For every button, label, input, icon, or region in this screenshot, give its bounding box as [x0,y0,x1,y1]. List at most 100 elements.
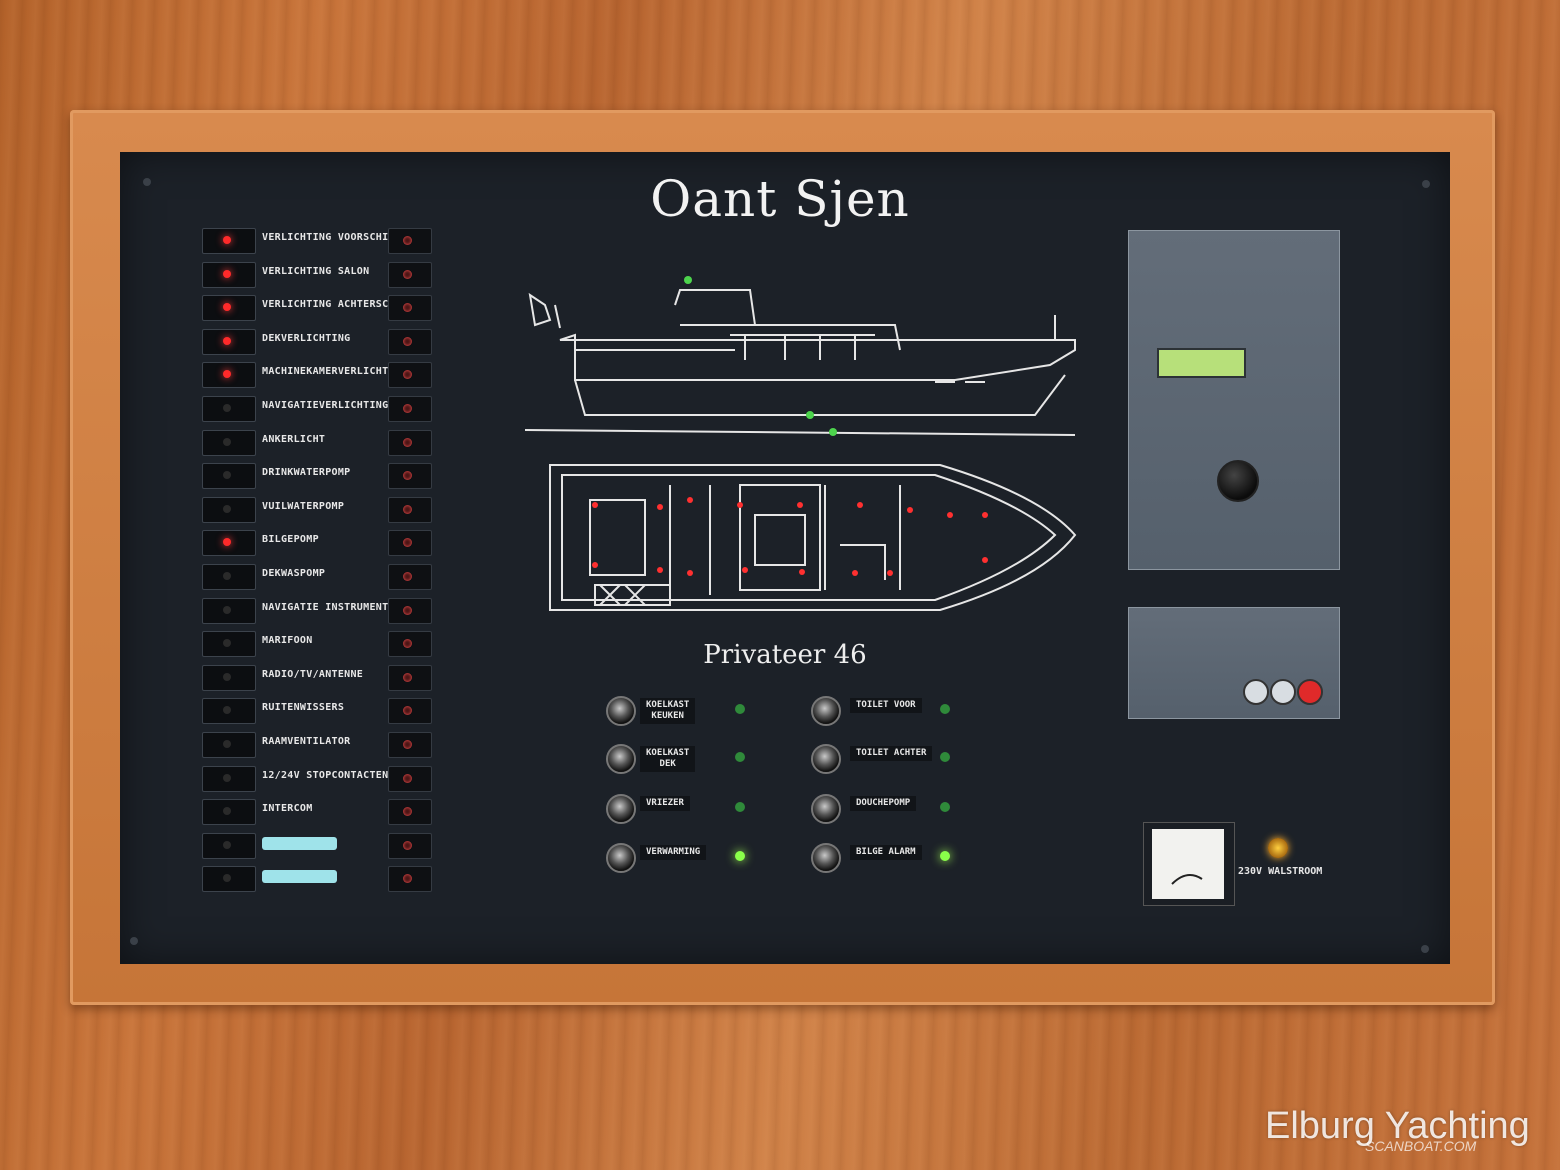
toggle-switch[interactable] [202,430,256,456]
pump-switch-label: KOELKAST KEUKEN [640,698,696,724]
switch-label: VERLICHTING SALON [262,266,370,277]
breaker-button-icon [403,236,412,245]
status-led-icon [735,752,745,762]
generator-start-button[interactable] [1270,679,1296,705]
circuit-breaker[interactable] [388,362,432,388]
indicator-led-icon [223,606,231,614]
circuit-breaker[interactable] [388,564,432,590]
breaker-button-icon [403,774,412,783]
shore-power-label: 230V WALSTROOM [1238,866,1323,877]
toggle-switch[interactable] [202,228,256,254]
indicator-led-icon [223,774,231,782]
circuit-breaker[interactable] [388,799,432,825]
indicator-led-icon [223,236,231,244]
pump-switch-button[interactable] [811,843,841,873]
breaker-button-icon [403,639,412,648]
toggle-switch[interactable] [202,295,256,321]
breaker-button-icon [403,740,412,749]
circuit-breaker[interactable] [388,698,432,724]
screw-icon [1421,945,1429,953]
breaker-button-icon [403,337,412,346]
status-led-icon [940,802,950,812]
indicator-led-icon [223,337,231,345]
pump-switch-button[interactable] [811,744,841,774]
circuit-breaker[interactable] [388,766,432,792]
circuit-breaker[interactable] [388,497,432,523]
switch-label [262,837,338,850]
toggle-switch[interactable] [202,833,256,859]
breaker-button-icon [403,270,412,279]
toggle-switch[interactable] [202,665,256,691]
circuit-breaker[interactable] [388,329,432,355]
pump-switch-button[interactable] [811,696,841,726]
toggle-switch[interactable] [202,631,256,657]
indicator-led-icon [223,270,231,278]
screw-icon [143,178,151,186]
toggle-switch[interactable] [202,396,256,422]
breaker-button-icon [403,606,412,615]
shore-power-lamp [1268,838,1288,858]
screw-icon [130,937,138,945]
indicator-led-icon [223,740,231,748]
status-led-icon [940,704,950,714]
charger-knob[interactable] [1217,460,1259,502]
circuit-breaker[interactable] [388,430,432,456]
circuit-breaker[interactable] [388,732,432,758]
pump-switch-button[interactable] [606,843,636,873]
breaker-button-icon [403,471,412,480]
indicator-led-icon [223,673,231,681]
pump-switch-button[interactable] [606,744,636,774]
toggle-switch[interactable] [202,866,256,892]
toggle-switch[interactable] [202,362,256,388]
toggle-switch[interactable] [202,766,256,792]
toggle-switch[interactable] [202,463,256,489]
boat-side-view [524,276,1076,436]
indicator-led-icon [223,471,231,479]
switch-label: NAVIGATIEVERLICHTING [262,400,389,411]
switch-label: RUITENWISSERS [262,702,345,713]
circuit-breaker[interactable] [388,396,432,422]
breaker-button-icon [403,538,412,547]
switch-label: BILGEPOMP [262,534,319,545]
toggle-switch[interactable] [202,530,256,556]
circuit-breaker[interactable] [388,228,432,254]
switch-label: ANKERLICHT [262,434,326,445]
circuit-breaker[interactable] [388,530,432,556]
indicator-led-icon [223,807,231,815]
circuit-breaker[interactable] [388,262,432,288]
circuit-breaker[interactable] [388,598,432,624]
toggle-switch[interactable] [202,598,256,624]
boat-deck-plan [549,464,1077,611]
toggle-switch[interactable] [202,497,256,523]
status-led-icon [735,851,745,861]
indicator-led-icon [223,639,231,647]
circuit-breaker[interactable] [388,463,432,489]
toggle-switch[interactable] [202,799,256,825]
circuit-breaker[interactable] [388,631,432,657]
toggle-switch[interactable] [202,262,256,288]
pump-switch-button[interactable] [811,794,841,824]
switch-label: RAAMVENTILATOR [262,736,351,747]
breaker-button-icon [403,841,412,850]
toggle-switch[interactable] [202,698,256,724]
switch-label: DRINKWATERPOMP [262,467,351,478]
pump-switch-label: TOILET ACHTER [850,746,933,761]
toggle-switch[interactable] [202,564,256,590]
indicator-led-icon [223,404,231,412]
generator-glow-button[interactable] [1243,679,1269,705]
panel-title: Oant Sjen [650,170,910,228]
switch-label: VERLICHTING VOORSCHIP [262,232,395,243]
breaker-button-icon [403,572,412,581]
toggle-switch[interactable] [202,329,256,355]
pump-switch-button[interactable] [606,696,636,726]
pump-switch-label: TOILET VOOR [850,698,922,713]
circuit-breaker[interactable] [388,665,432,691]
circuit-breaker[interactable] [388,295,432,321]
breaker-button-icon [403,438,412,447]
pump-switch-button[interactable] [606,794,636,824]
circuit-breaker[interactable] [388,833,432,859]
generator-stop-button[interactable] [1297,679,1323,705]
toggle-switch[interactable] [202,732,256,758]
circuit-breaker[interactable] [388,866,432,892]
switch-label: DEKVERLICHTING [262,333,351,344]
